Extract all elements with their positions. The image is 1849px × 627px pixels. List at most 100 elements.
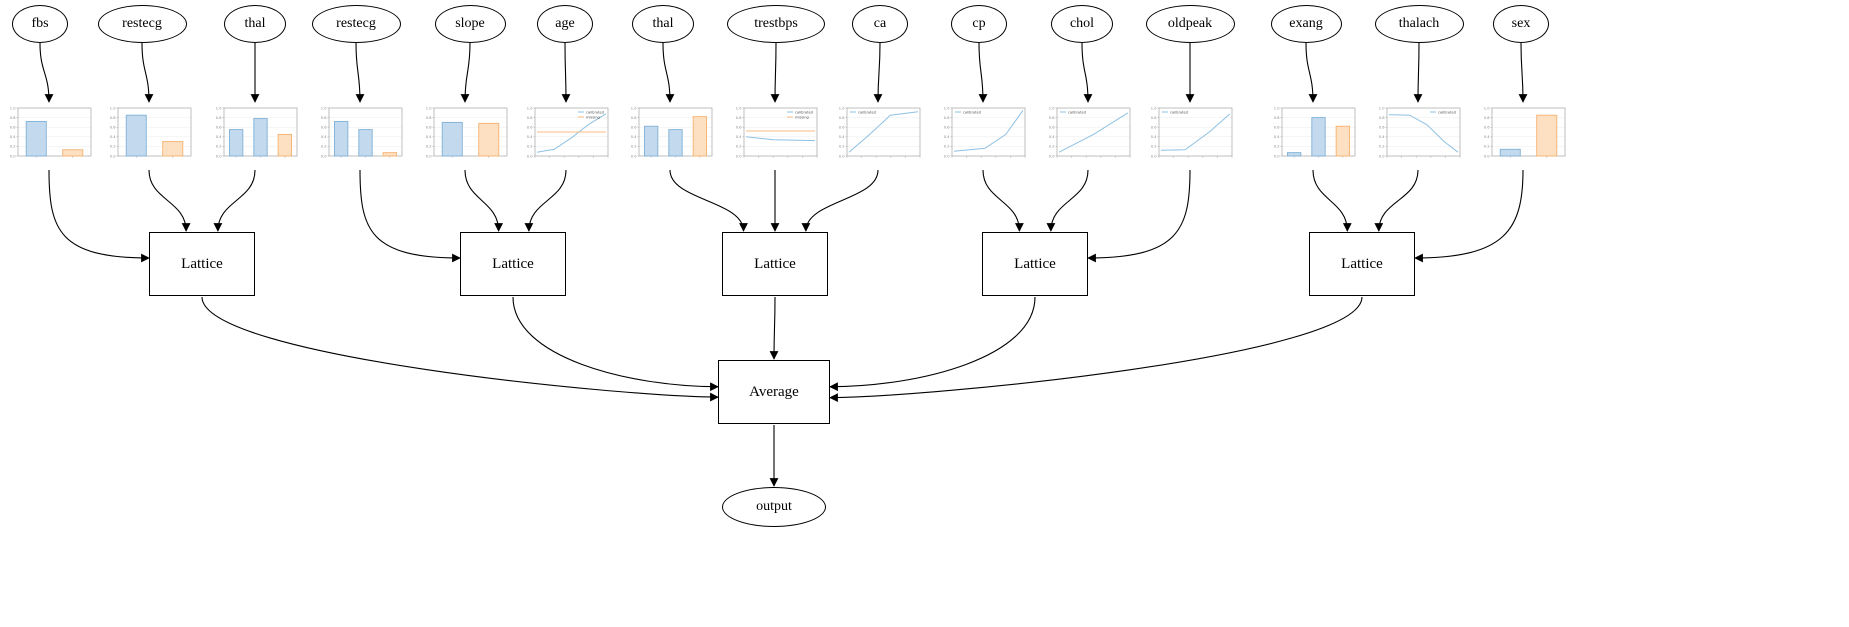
y-tick-label: 0.4: [1049, 135, 1055, 139]
average-node: Average: [718, 360, 830, 424]
y-tick-label: 1.0: [426, 106, 432, 110]
y-tick-label: 0.8: [736, 116, 742, 120]
feature-node-thalach: thalach: [1374, 5, 1464, 43]
y-tick-label: 1.0: [216, 106, 222, 110]
feature-node-trestbps: trestbps: [727, 5, 825, 43]
lattice-node-4: Lattice: [982, 232, 1088, 296]
feature-label: trestbps: [754, 16, 798, 31]
y-tick-label: 0.0: [1379, 154, 1385, 158]
y-tick-label: 0.6: [527, 126, 533, 130]
y-tick-label: 0.0: [1151, 154, 1157, 158]
feature-node-exang: exang: [1270, 5, 1342, 43]
y-tick-label: 0.2: [10, 145, 16, 149]
y-tick-label: 0.0: [527, 154, 533, 158]
feature-node-restecg: restecg: [311, 5, 401, 43]
feature-label: age: [555, 16, 575, 31]
y-tick-label: 0.6: [10, 126, 16, 130]
diagram-edges: [39, 42, 1528, 487]
y-tick-label: 0.8: [110, 116, 116, 120]
y-tick-label: 0.0: [839, 154, 845, 158]
y-tick-label: 0.8: [527, 116, 533, 120]
y-tick-label: 0.8: [1049, 116, 1055, 120]
mini-chart-svg: 0.00.20.40.60.81.0: [103, 103, 195, 169]
calibration-bar-blue: [334, 120, 349, 157]
feature-node-thal: thal: [632, 5, 694, 43]
y-tick-label: 0.8: [426, 116, 432, 120]
y-tick-label: 0.2: [631, 145, 637, 149]
y-tick-label: 0.4: [527, 135, 533, 139]
y-tick-label: 1.0: [321, 106, 327, 110]
y-tick-label: 0.2: [1484, 145, 1490, 149]
y-tick-label: 0.0: [1484, 154, 1490, 158]
y-tick-label: 0.8: [631, 116, 637, 120]
mini-chart-svg: 0.00.20.40.60.81.0: [1477, 103, 1569, 169]
calibration-bar-orange: [62, 149, 84, 157]
y-tick-label: 0.8: [1151, 116, 1157, 120]
calibration-line-blue: [745, 136, 816, 142]
y-tick-label: 0.6: [1274, 126, 1280, 130]
calibration-bar-blue: [441, 121, 463, 157]
legend-label: calibrated: [1170, 110, 1188, 114]
feature-node-cp: cp: [951, 5, 1007, 43]
lattice-node-3: Lattice: [722, 232, 828, 296]
y-tick-label: 0.6: [426, 126, 432, 130]
y-tick-label: 1.0: [1379, 106, 1385, 110]
y-tick-label: 0.2: [1151, 145, 1157, 149]
feature-label: exang: [1289, 16, 1323, 31]
feature-label: slope: [455, 16, 485, 31]
mini-chart-svg: 0.00.20.40.60.81.0: [314, 103, 406, 169]
calibration-bar-blue: [1499, 148, 1521, 157]
feature-node-fbs: fbs: [12, 5, 68, 43]
calibration-bar-blue: [125, 114, 147, 157]
y-tick-label: 0.4: [1151, 135, 1157, 139]
y-tick-label: 0.0: [321, 154, 327, 158]
calibration-line-blue: [1160, 113, 1231, 151]
y-tick-label: 0.4: [321, 135, 327, 139]
feature-node-slope: slope: [434, 5, 506, 43]
y-tick-label: 0.2: [527, 145, 533, 149]
calibration-bar-blue: [1287, 152, 1302, 157]
y-tick-label: 1.0: [1274, 106, 1280, 110]
calibration-bar-orange: [277, 133, 292, 157]
y-tick-label: 1.0: [736, 106, 742, 110]
y-tick-label: 0.2: [1049, 145, 1055, 149]
feature-label: thalach: [1398, 16, 1440, 31]
y-tick-label: 0.6: [1049, 126, 1055, 130]
lattice-label: Lattice: [1341, 255, 1383, 272]
y-tick-label: 0.0: [110, 154, 116, 158]
lattice-label: Lattice: [492, 255, 534, 272]
mini-chart-svg: 0.00.20.40.60.81.0: [624, 103, 716, 169]
feature-label: thal: [244, 16, 266, 31]
y-tick-label: 1.0: [944, 106, 950, 110]
feature-node-restecg: restecg: [97, 5, 187, 43]
y-tick-label: 0.4: [631, 135, 637, 139]
y-tick-label: 1.0: [1151, 106, 1157, 110]
y-tick-label: 1.0: [631, 106, 637, 110]
calibration-bar-blue: [668, 129, 683, 157]
y-tick-label: 0.2: [216, 145, 222, 149]
y-tick-label: 0.8: [944, 116, 950, 120]
feature-label: fbs: [31, 16, 49, 31]
y-tick-label: 0.0: [736, 154, 742, 158]
y-tick-label: 0.6: [1484, 126, 1490, 130]
lattice-label: Lattice: [181, 255, 223, 272]
lattice-node-5: Lattice: [1309, 232, 1415, 296]
y-tick-label: 0.6: [1379, 126, 1385, 130]
calibration-bar-blue: [358, 129, 373, 157]
calibration-line-blue: [953, 110, 1024, 152]
calibration-bar-blue: [229, 129, 244, 157]
feature-node-age: age: [537, 5, 593, 43]
y-tick-label: 1.0: [1484, 106, 1490, 110]
y-tick-label: 0.6: [944, 126, 950, 130]
